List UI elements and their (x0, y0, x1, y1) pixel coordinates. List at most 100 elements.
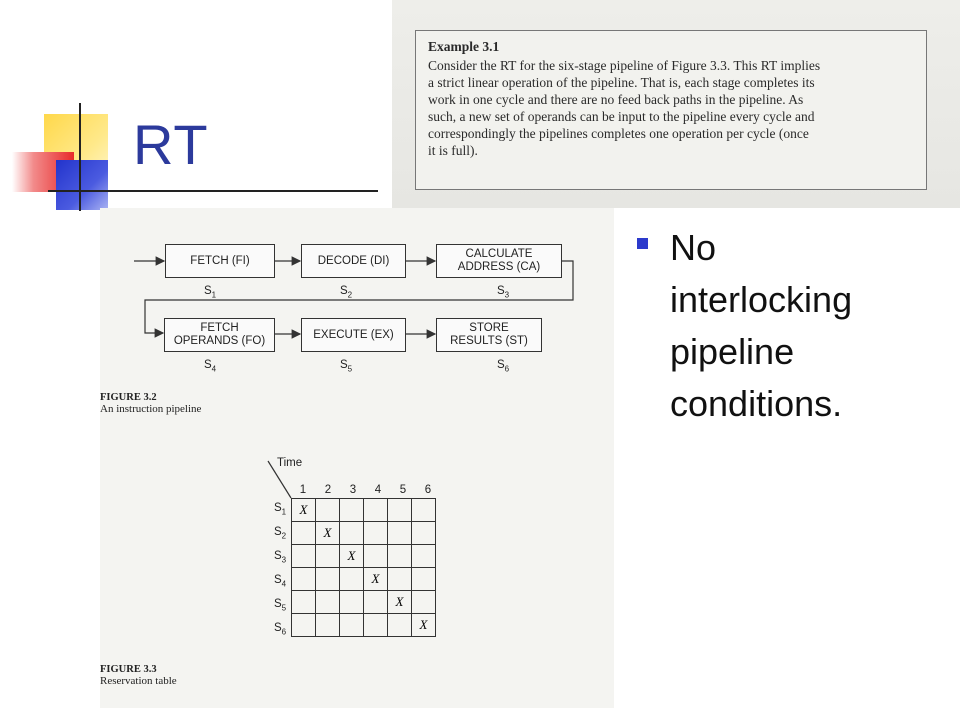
bullet-text: No interlocking pipeline conditions. (670, 222, 950, 430)
decor-blue-square (56, 160, 108, 210)
example-line: Consider the RT for the six-stage pipeli… (428, 58, 821, 73)
rt-cell (315, 567, 340, 591)
table-row: X (291, 544, 436, 568)
rt-cell (363, 498, 388, 522)
bullet-square-icon (637, 238, 648, 249)
stage-label-s2: S2 (340, 285, 353, 300)
rt-row-label: S5 (274, 598, 287, 613)
stage-text: ADDRESS (CA) (457, 261, 541, 273)
rt-cell (411, 590, 436, 614)
rt-cell (387, 544, 412, 568)
rt-cell (315, 498, 340, 522)
table-row: X (291, 521, 436, 545)
example-box: Example 3.1 Consider the RT for the six-… (415, 30, 927, 190)
rt-cell (363, 544, 388, 568)
example-title: Example 3.1 (428, 39, 500, 54)
time-col-6: 6 (424, 484, 432, 496)
rt-cell (315, 613, 340, 637)
table-row: X (291, 567, 436, 591)
stage-box-decode: DECODE (DI) (301, 244, 406, 278)
table-row: X (291, 498, 436, 522)
rt-cell: X (291, 498, 316, 522)
stage-text: STORE (469, 322, 509, 334)
rt-cell (291, 521, 316, 545)
rt-cell: X (339, 544, 364, 568)
rt-cell (291, 544, 316, 568)
stage-label-s5: S5 (340, 359, 353, 374)
stage-box-execute: EXECUTE (EX) (301, 318, 406, 352)
rt-cell (339, 521, 364, 545)
figure-3-3-caption: FIGURE 3.3 Reservation table (100, 664, 177, 687)
time-col-2: 2 (324, 484, 332, 496)
slide-title: RT (133, 113, 209, 176)
rt-cell (411, 498, 436, 522)
rt-cell (411, 521, 436, 545)
bullet-line: interlocking (670, 279, 853, 320)
rt-cell (339, 567, 364, 591)
stage-box-calculate-address: CALCULATE ADDRESS (CA) (436, 244, 562, 278)
stage-text: CALCULATE (465, 248, 533, 260)
figure-caption-title: FIGURE 3.2 (100, 392, 157, 403)
figure-3-2-caption: FIGURE 3.2 An instruction pipeline (100, 392, 201, 415)
rt-cell (387, 613, 412, 637)
stage-text: FETCH (200, 322, 239, 334)
rt-row-label: S1 (274, 502, 287, 517)
rt-cell (411, 567, 436, 591)
rt-row-label: S6 (274, 622, 287, 637)
time-col-3: 3 (349, 484, 357, 496)
stage-label-s6: S6 (497, 359, 510, 374)
bullet-line: conditions. (670, 383, 843, 424)
rt-cell: X (315, 521, 340, 545)
example-line: it is full). (428, 143, 478, 158)
time-col-1: 1 (299, 484, 307, 496)
rt-cell (363, 521, 388, 545)
figure-caption-subtitle: Reservation table (100, 675, 177, 687)
rt-cell (339, 590, 364, 614)
stage-label-s3: S3 (497, 285, 510, 300)
rt-cell (315, 590, 340, 614)
rt-row-label: S2 (274, 526, 287, 541)
example-line: correspondingly the pipelines completes … (428, 126, 809, 141)
rt-cell: X (387, 590, 412, 614)
rt-cell (315, 544, 340, 568)
rt-cell (291, 590, 316, 614)
example-line: work in one cycle and there are no feed … (428, 92, 804, 107)
table-row: X (291, 590, 436, 614)
figure-caption-subtitle: An instruction pipeline (100, 403, 202, 415)
decor-horizontal-line (48, 190, 378, 192)
rt-cell (387, 498, 412, 522)
arrow-s3-s4 (144, 260, 574, 338)
stage-text: FETCH (FI) (190, 254, 250, 267)
stage-label-s4: S4 (204, 359, 217, 374)
stage-box-fetch: FETCH (FI) (165, 244, 275, 278)
rt-cell: X (363, 567, 388, 591)
time-label: Time (277, 457, 303, 469)
rt-cell: X (411, 613, 436, 637)
rt-row-label: S4 (274, 574, 287, 589)
figure-caption-title: FIGURE 3.3 (100, 664, 157, 675)
bullet-line: pipeline (670, 331, 795, 372)
time-col-5: 5 (399, 484, 407, 496)
rt-cell (387, 567, 412, 591)
rt-cell (339, 613, 364, 637)
stage-label-s1: S1 (204, 285, 217, 300)
bullet-line: No (670, 227, 717, 268)
example-line: such, a new set of operands can be input… (428, 109, 815, 124)
stage-box-store-results: STORE RESULTS (ST) (436, 318, 542, 352)
stage-text: RESULTS (ST) (450, 335, 528, 347)
stage-text: OPERANDS (FO) (173, 335, 266, 347)
rt-cell (387, 521, 412, 545)
table-row: X (291, 613, 436, 637)
rt-cell (291, 567, 316, 591)
rt-row-label: S3 (274, 550, 287, 565)
example-line: a strict linear operation of the pipelin… (428, 75, 815, 90)
time-diagonal (267, 460, 292, 499)
stage-box-fetch-operands: FETCH OPERANDS (FO) (164, 318, 275, 352)
stage-text: EXECUTE (EX) (313, 328, 394, 341)
rt-cell (363, 590, 388, 614)
rt-cell (339, 498, 364, 522)
stage-text: DECODE (DI) (317, 254, 390, 267)
decor-vertical-line (79, 103, 81, 211)
rt-cell (291, 613, 316, 637)
